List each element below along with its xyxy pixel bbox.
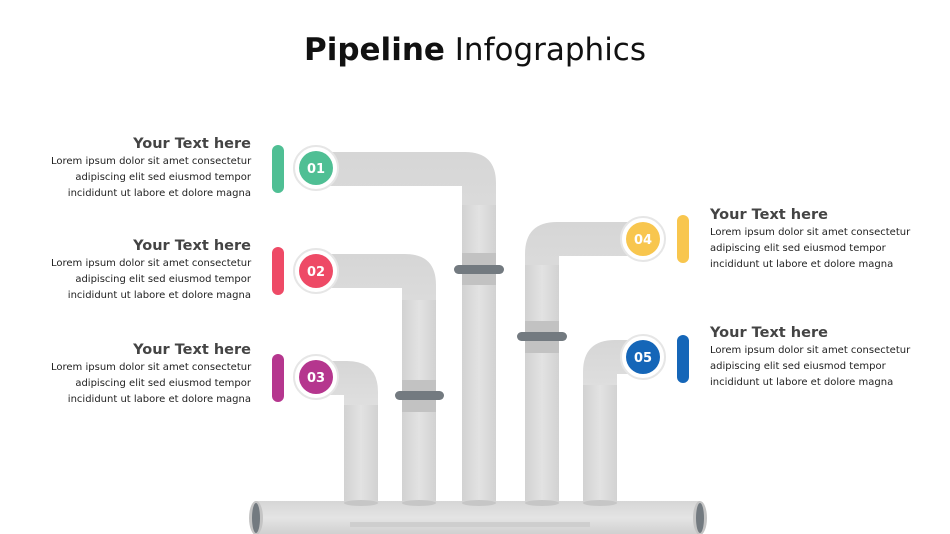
heading-03: Your Text here [133, 342, 251, 358]
body-line: adipiscing elit sed eiusmod tempor [75, 274, 251, 285]
text-block-04: Your Text here Lorem ipsum dolor sit ame… [710, 205, 910, 273]
badge-04: 04 [620, 216, 666, 262]
badge-05: 05 [620, 334, 666, 380]
body-05: Lorem ipsum dolor sit amet consectetur a… [710, 343, 910, 391]
badge-number-03: 03 [307, 371, 325, 386]
body-line: Lorem ipsum dolor sit amet consectetur [51, 156, 252, 167]
main-pipe [249, 501, 707, 534]
clamp-01 [454, 265, 504, 274]
heading-04: Your Text here [710, 207, 828, 223]
cap-05 [677, 335, 689, 383]
body-line: adipiscing elit sed eiusmod tempor [710, 361, 886, 372]
body-04: Lorem ipsum dolor sit amet consectetur a… [710, 225, 910, 273]
pipe-05 [583, 340, 643, 506]
badge-01: 01 [293, 145, 339, 191]
badge-number-01: 01 [307, 162, 325, 177]
body-01: Lorem ipsum dolor sit amet consectetur a… [51, 154, 251, 202]
body-line: adipiscing elit sed eiusmod tempor [75, 172, 251, 183]
body-line: Lorem ipsum dolor sit amet consectetur [51, 362, 252, 373]
body-line: Lorem ipsum dolor sit amet consectetur [710, 345, 911, 356]
body-line: incididunt ut labore et dolore magna [67, 188, 251, 199]
body-line: Lorem ipsum dolor sit amet consectetur [51, 258, 252, 269]
clamp-04 [517, 332, 567, 341]
body-line: incididunt ut labore et dolore magna [67, 290, 251, 301]
body-line: incididunt ut labore et dolore magna [710, 377, 894, 388]
clamp-02 [395, 391, 444, 400]
badge-number-04: 04 [634, 233, 652, 248]
body-line: incididunt ut labore et dolore magna [67, 394, 251, 405]
heading-05: Your Text here [710, 325, 828, 341]
body-02: Lorem ipsum dolor sit amet consectetur a… [51, 256, 251, 304]
pipe-02 [316, 254, 444, 506]
badge-number-02: 02 [307, 265, 325, 280]
cap-01 [272, 145, 284, 193]
text-block-02: Your Text here Lorem ipsum dolor sit ame… [51, 236, 251, 304]
pipe-01 [315, 152, 504, 506]
badge-02: 02 [293, 248, 339, 294]
title-bold: Pipeline [304, 32, 445, 68]
heading-01: Your Text here [133, 136, 251, 152]
pipe-04 [517, 222, 643, 506]
body-line: incididunt ut labore et dolore magna [710, 259, 894, 270]
title-light: Infographics [444, 32, 646, 68]
heading-02: Your Text here [133, 238, 251, 254]
body-line: adipiscing elit sed eiusmod tempor [75, 378, 251, 389]
badge-03: 03 [293, 354, 339, 400]
body-line: Lorem ipsum dolor sit amet consectetur [710, 227, 911, 238]
badge-number-05: 05 [634, 351, 652, 366]
text-block-05: Your Text here Lorem ipsum dolor sit ame… [710, 323, 910, 391]
cap-04 [677, 215, 689, 263]
text-block-01: Your Text here Lorem ipsum dolor sit ame… [51, 134, 251, 202]
cap-03 [272, 354, 284, 402]
pipe-03 [316, 361, 378, 506]
cap-02 [272, 247, 284, 295]
body-03: Lorem ipsum dolor sit amet consectetur a… [51, 360, 251, 408]
page-title: Pipeline Infographics [0, 26, 950, 74]
body-line: adipiscing elit sed eiusmod tempor [710, 243, 886, 254]
text-block-03: Your Text here Lorem ipsum dolor sit ame… [51, 340, 251, 408]
